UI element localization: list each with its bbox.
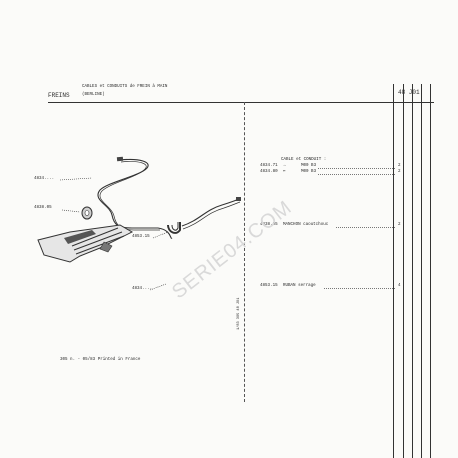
part-leader-dots bbox=[318, 174, 395, 175]
brake-cable bbox=[99, 161, 160, 231]
column-divider-1 bbox=[244, 102, 245, 402]
column-divider-4 bbox=[412, 84, 413, 458]
brake-lever-bracket bbox=[99, 241, 113, 253]
part-quantity: 2 bbox=[398, 170, 401, 174]
part-number: 4838.05 bbox=[260, 223, 278, 227]
part-designation: M00 B3 bbox=[301, 170, 317, 174]
part-leader-dots bbox=[336, 227, 395, 228]
part-arrow: ↦ bbox=[283, 170, 286, 174]
callout-label: 4853.15 bbox=[132, 235, 150, 239]
callout-leader bbox=[149, 283, 167, 291]
page-heading-line1: CABLES et CONDUITS de FREIN à MAIN bbox=[82, 85, 168, 89]
cable-clamp bbox=[167, 222, 181, 234]
column-divider-2 bbox=[393, 84, 394, 458]
brake-lever-bracket bbox=[37, 224, 134, 263]
page-heading-line2: (BERLINE) bbox=[82, 93, 105, 97]
brake-cable bbox=[182, 201, 241, 230]
part-number: 4834.71 bbox=[260, 164, 278, 168]
part-number: 4834.80 bbox=[260, 170, 278, 174]
parts-group-heading: CABLE et CONDUIT : bbox=[281, 158, 327, 162]
callout-leader bbox=[59, 177, 93, 181]
part-arrow: → bbox=[283, 164, 286, 168]
cable-clamp bbox=[171, 222, 179, 231]
part-designation: MANCHON caoutchouc bbox=[283, 223, 329, 227]
section-title: FREINS bbox=[48, 92, 70, 99]
callout-label: 4834.... bbox=[132, 287, 153, 291]
brake-lever-bracket bbox=[64, 230, 96, 244]
part-quantity: 2 bbox=[398, 164, 401, 168]
callout-leader bbox=[61, 209, 81, 213]
part-designation: M00 B3 bbox=[301, 164, 317, 168]
part-number: 4853.15 bbox=[260, 284, 278, 288]
part-designation: RUBAN serrage bbox=[283, 284, 316, 288]
part-quantity: 4 bbox=[398, 284, 401, 288]
cable-end-fitting bbox=[116, 156, 124, 162]
rubber-sleeve bbox=[84, 210, 90, 216]
column-divider-3 bbox=[403, 84, 404, 458]
part-leader-dots bbox=[318, 168, 395, 169]
page-reference: 48 J01 bbox=[398, 89, 420, 96]
brake-cable bbox=[181, 198, 241, 227]
column-divider-5 bbox=[421, 84, 422, 458]
part-quantity: 2 bbox=[398, 223, 401, 227]
callout-leader bbox=[152, 231, 169, 239]
part-leader-dots bbox=[324, 288, 395, 289]
footer-print-note: 305 n. - 05/83 Printed in France bbox=[60, 358, 141, 362]
brake-lever-bracket bbox=[71, 227, 125, 255]
cable-end-fitting bbox=[236, 197, 241, 201]
callout-label: 4834.... bbox=[34, 177, 55, 181]
column-divider-6 bbox=[430, 84, 431, 458]
callout-label: 4838.05 bbox=[34, 206, 52, 210]
brake-cable bbox=[97, 158, 173, 239]
header-rule bbox=[48, 102, 434, 103]
